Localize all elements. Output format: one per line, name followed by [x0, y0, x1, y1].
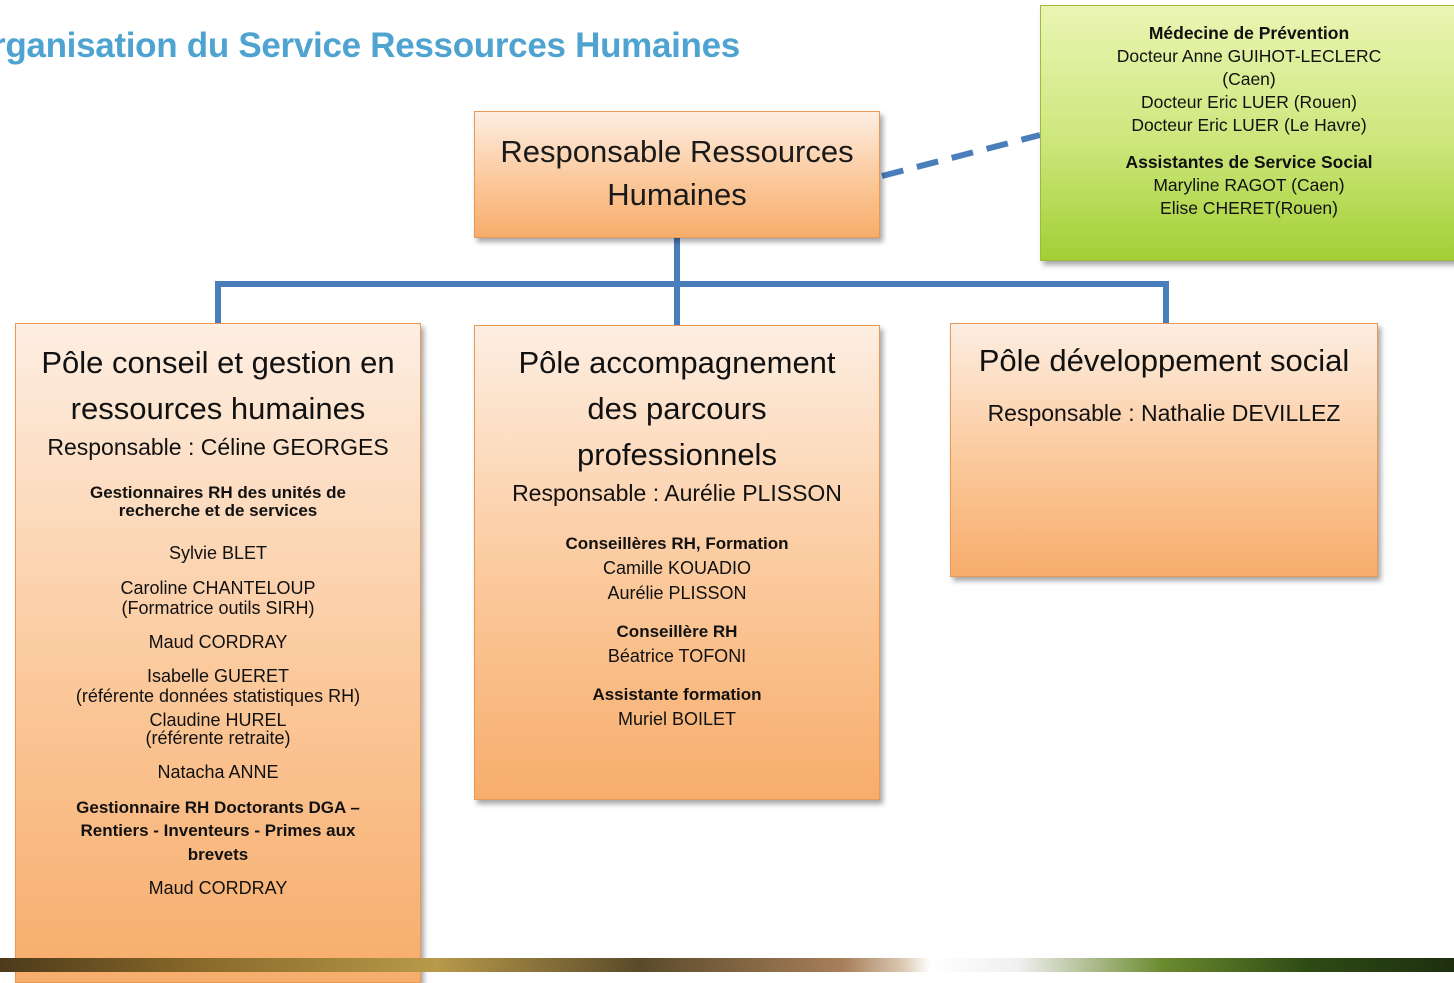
pole2-group-heading: Conseillères RH, Formation: [565, 534, 789, 553]
assistante-line: Maryline RAGOT (Caen): [1153, 175, 1345, 195]
responsable-rh-box: Responsable Ressources Humaines: [474, 111, 880, 238]
pole1-group2-heading: Gestionnaire RH Doctorants DGA –: [76, 798, 360, 817]
staff-name: Muriel BOILET: [617, 709, 737, 729]
pole2-title-line2: des parcours: [587, 391, 767, 426]
staff-name: Claudine HUREL: [149, 710, 287, 730]
page-title: rganisation du Service Ressources Humain…: [0, 26, 740, 65]
pole1-group2-heading: brevets: [187, 845, 249, 864]
staff-name: Camille KOUADIO: [602, 558, 752, 578]
pole3-responsable: Responsable : Nathalie DEVILLEZ: [987, 400, 1341, 426]
pole3-title: Pôle développement social: [978, 343, 1350, 378]
staff-name: Sylvie BLET: [168, 543, 268, 563]
responsable-rh-line1: Responsable Ressources: [500, 134, 854, 169]
medecine-prevention-box: Médecine de Prévention Docteur Anne GUIH…: [1040, 5, 1454, 261]
staff-note: (Formatrice outils SIRH): [121, 598, 315, 618]
staff-note: (référente retraite): [145, 728, 291, 748]
staff-name: Natacha ANNE: [157, 762, 279, 782]
staff-name: Maud CORDRAY: [148, 632, 288, 652]
pole2-group-heading: Assistante formation: [592, 685, 762, 704]
medecine-heading: Médecine de Prévention: [1148, 23, 1350, 43]
staff-name: Isabelle GUERET: [146, 666, 290, 686]
service-social-heading: Assistantes de Service Social: [1125, 152, 1373, 172]
pole-developpement-social-box: Pôle développement social Responsable : …: [950, 323, 1378, 577]
pole1-group1-heading: Gestionnaires RH des unités de: [89, 483, 346, 502]
pole-conseil-gestion-box: Pôle conseil et gestion en ressources hu…: [15, 323, 421, 983]
pole-accompagnement-box: Pôle accompagnement des parcours profess…: [474, 325, 880, 800]
responsable-rh-line2: Humaines: [607, 177, 747, 212]
medecin-line: Docteur Eric LUER (Rouen): [1141, 92, 1357, 112]
staff-note: (référente données statistiques RH): [75, 686, 361, 706]
staff-name: Aurélie PLISSON: [607, 583, 747, 603]
decorative-photo-strip: [0, 958, 1454, 972]
pole2-title-line3: professionnels: [577, 437, 777, 472]
pole1-title-line1: Pôle conseil et gestion en: [41, 345, 395, 380]
connector-medical-dashed: [881, 132, 1041, 179]
medecin-line: (Caen): [1222, 69, 1276, 89]
staff-name: Caroline CHANTELOUP: [120, 578, 316, 598]
pole1-group1-heading: recherche et de services: [118, 501, 318, 520]
staff-name: Béatrice TOFONI: [607, 646, 747, 666]
medecin-line: Docteur Eric LUER (Le Havre): [1131, 115, 1367, 135]
pole2-group-heading: Conseillère RH: [616, 622, 738, 641]
pole1-group2-heading: Rentiers - Inventeurs - Primes aux: [80, 821, 356, 840]
pole1-responsable: Responsable : Céline GEORGES: [47, 434, 389, 460]
staff-name: Maud CORDRAY: [148, 878, 288, 898]
pole2-responsable: Responsable : Aurélie PLISSON: [512, 480, 842, 506]
medecin-line: Docteur Anne GUIHOT-LECLERC: [1116, 46, 1382, 66]
assistante-line: Elise CHERET(Rouen): [1160, 198, 1338, 218]
pole1-title-line2: ressources humaines: [70, 391, 366, 426]
pole2-title-line1: Pôle accompagnement: [518, 345, 836, 380]
